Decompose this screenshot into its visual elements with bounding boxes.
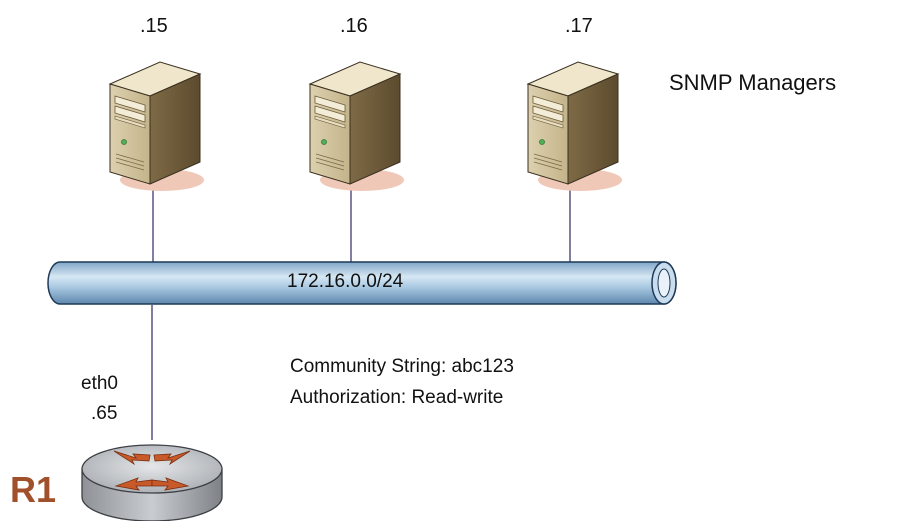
community-string-label: Community String: abc123: [290, 356, 514, 377]
manager-ip-label: .15: [140, 15, 168, 37]
manager-ip-label: .16: [340, 15, 368, 37]
managers-title: SNMP Managers: [669, 70, 837, 95]
network-segment: [47, 261, 677, 305]
subnet-label: 172.16.0.0/24: [287, 271, 404, 292]
server-icon: [527, 61, 623, 192]
router-icon: [81, 444, 223, 522]
router-name-label: R1: [10, 469, 57, 510]
server-icon: [309, 61, 405, 192]
router-interface-label: eth0: [81, 373, 118, 394]
server-icon: [109, 61, 205, 192]
authorization-label: Authorization: Read-write: [290, 387, 504, 408]
router-ip-label: .65: [91, 403, 118, 424]
manager-ip-label: .17: [565, 15, 593, 37]
